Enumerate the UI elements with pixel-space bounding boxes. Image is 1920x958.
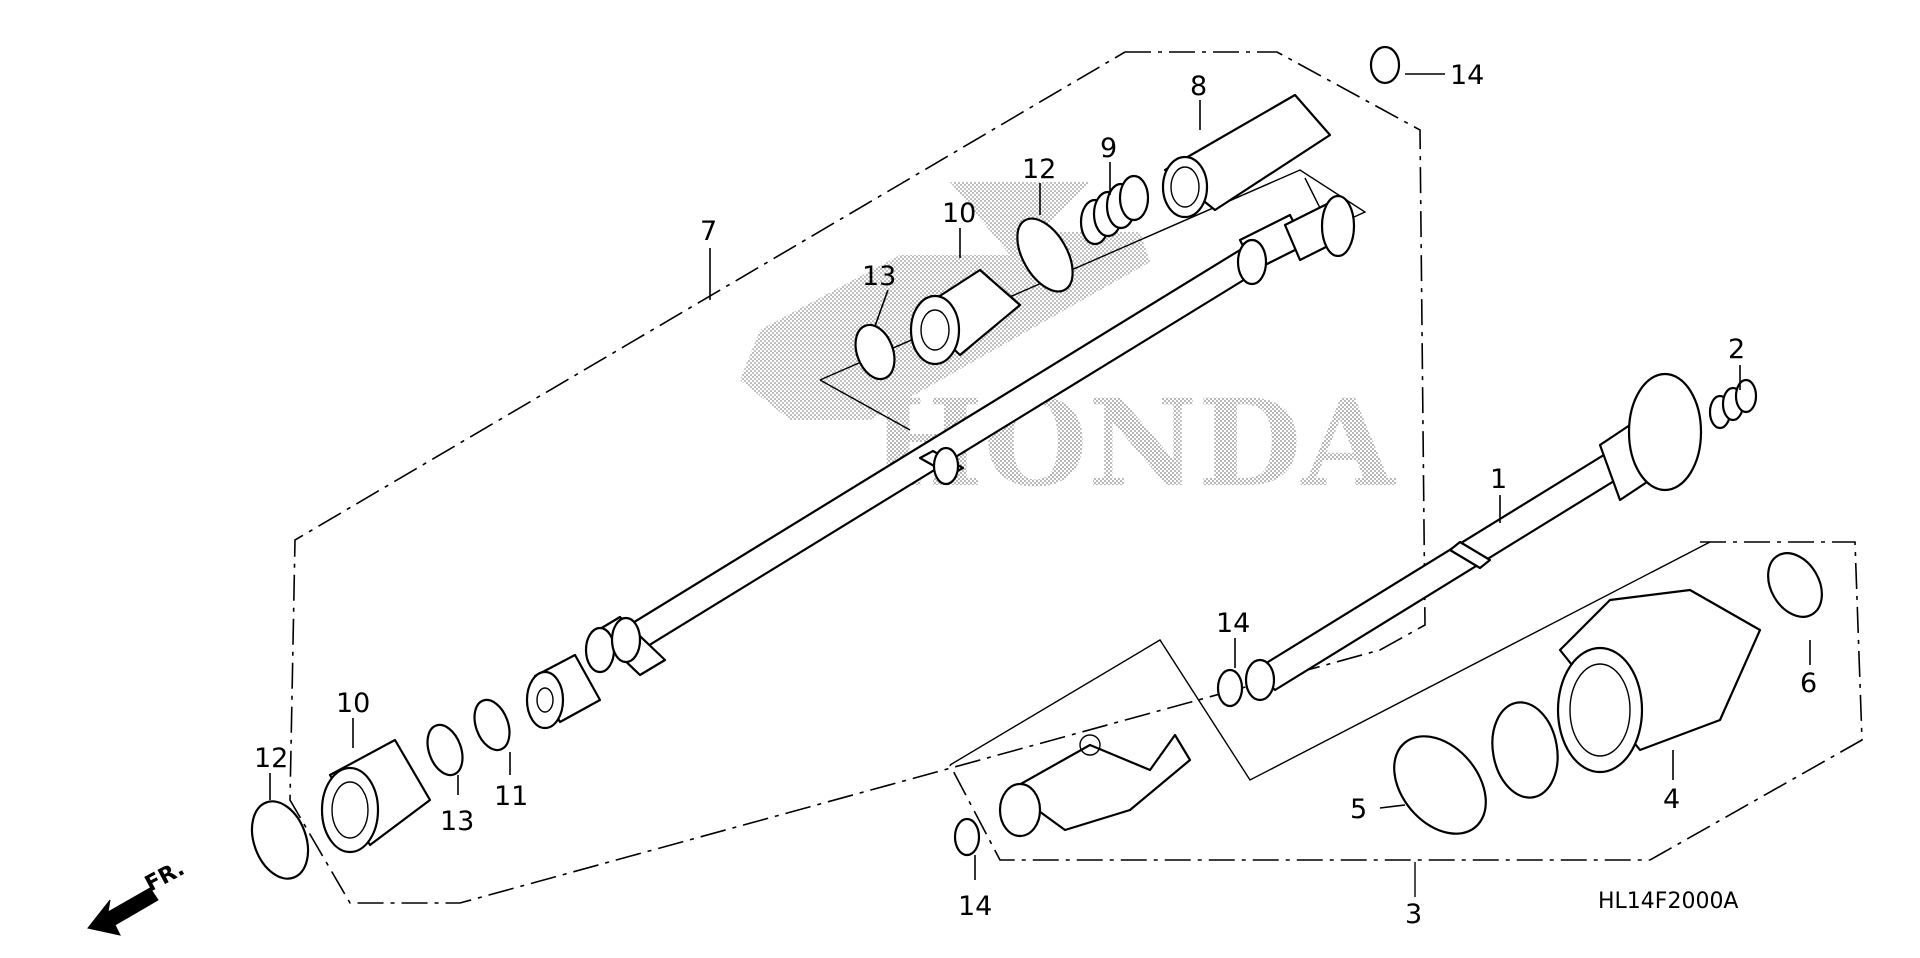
part-2-washers: [1708, 378, 1758, 430]
callout-14-mid: 14: [1216, 608, 1250, 639]
assembly-3-outline: [949, 541, 1863, 861]
callout-5: 5: [1350, 794, 1367, 825]
part-4-boot: [1556, 588, 1762, 774]
part-14-ring-mid: [1216, 668, 1244, 708]
part-5-band: [1393, 735, 1487, 835]
callout-12-top: 12: [1022, 154, 1056, 185]
part-8-sleeve: [1161, 93, 1332, 219]
part-12-ring-left: [250, 800, 310, 880]
part-1-shaft: [1244, 372, 1703, 702]
drive-shaft: [525, 194, 1356, 730]
joint-box-outline: [949, 541, 1711, 781]
callout-10-top: 10: [942, 198, 976, 229]
assembly-7-outline: [289, 51, 1426, 904]
boot-kit-outline-lower: [819, 379, 911, 431]
callout-14-top: 14: [1450, 60, 1484, 91]
part-14-ring-bottom: [953, 817, 981, 857]
callout-labels: 7 8 9 12 10 13 14 2 1 14 6 4 5 3 10 12 1…: [254, 60, 1817, 930]
part-12-ring-top: [1016, 217, 1074, 293]
part-10-boot-bottom: [320, 738, 432, 854]
part-11-clip: [473, 698, 511, 752]
part-14-ring-top: [1369, 45, 1401, 85]
callout-6: 6: [1800, 668, 1817, 699]
callout-2: 2: [1728, 334, 1745, 365]
part-4-ring: [1491, 701, 1559, 799]
callout-14-bottom: 14: [958, 891, 992, 922]
callout-1: 1: [1490, 464, 1507, 495]
callout-9: 9: [1100, 133, 1117, 164]
callout-13-bottom: 13: [440, 806, 474, 837]
callout-13-top: 13: [862, 261, 896, 292]
part-13-ring-top: [854, 323, 896, 381]
callout-3: 3: [1405, 899, 1422, 930]
callout-8: 8: [1190, 71, 1207, 102]
part-10-boot-top: [909, 268, 1022, 366]
diagram-code: HL14F2000A: [1598, 889, 1739, 914]
callout-10-bottom: 10: [336, 688, 370, 719]
callout-12-left: 12: [254, 743, 288, 774]
callout-7: 7: [700, 216, 717, 247]
front-direction-arrow: FR.: [87, 856, 189, 936]
part-9-spring: [1079, 174, 1150, 246]
part-6-band: [1767, 552, 1823, 618]
leader-lines: [269, 73, 1811, 880]
callout-4: 4: [1663, 784, 1680, 815]
part-13-ring-bottom: [426, 723, 464, 777]
universal-joint: [998, 733, 1192, 838]
callout-11: 11: [494, 781, 528, 812]
